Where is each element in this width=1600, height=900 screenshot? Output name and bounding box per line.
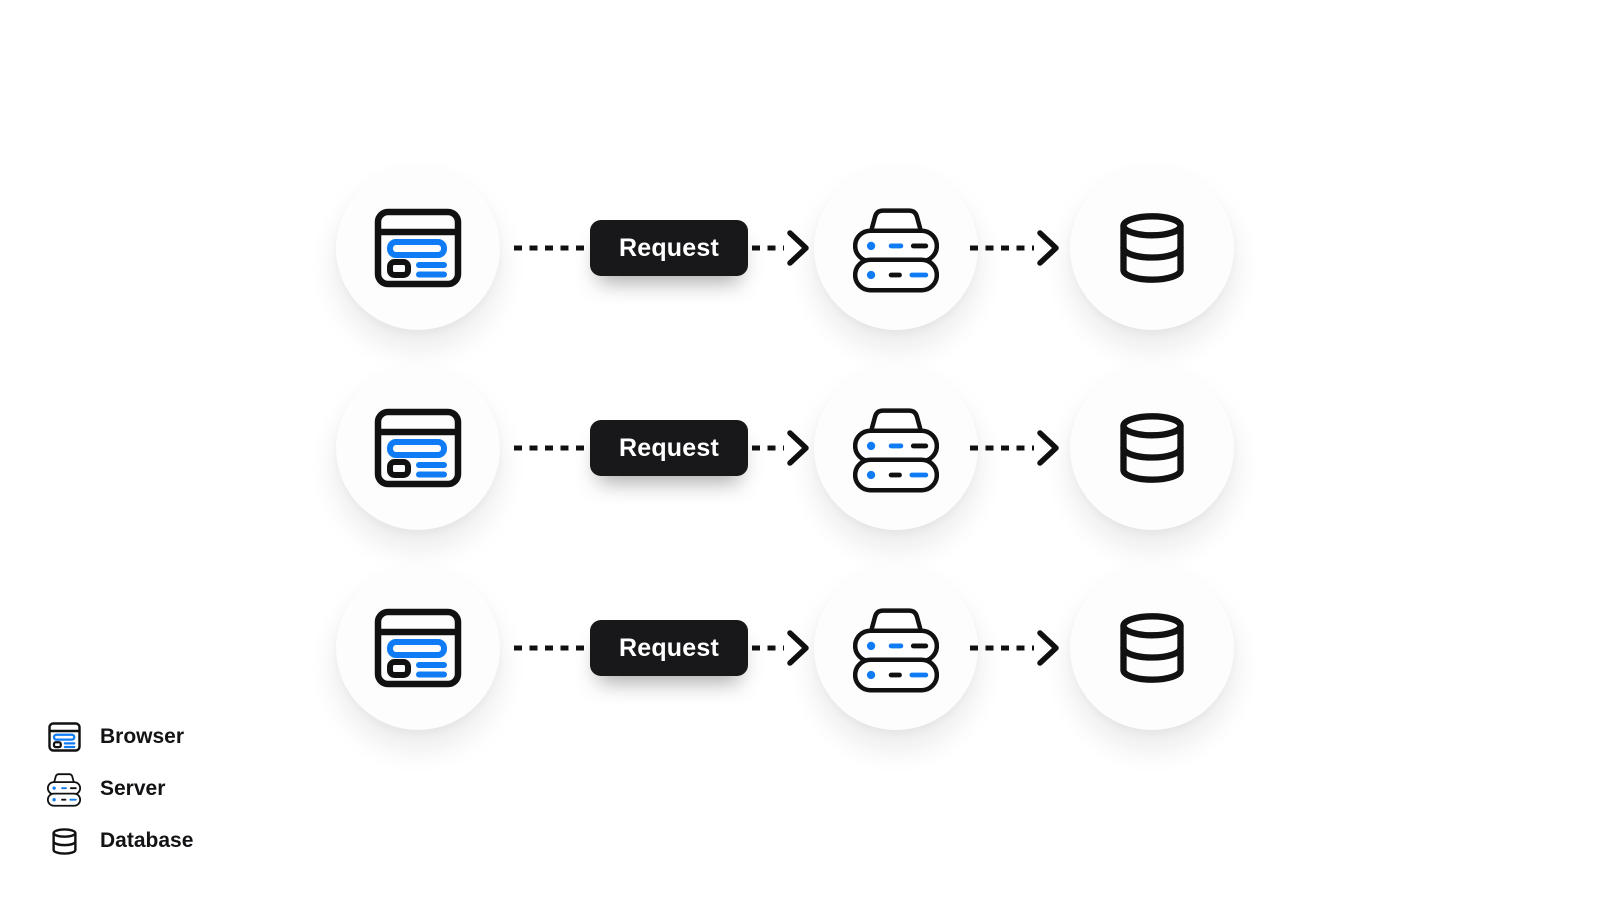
legend-item-database: Database <box>44 823 193 859</box>
dotted-arrow-right-icon <box>752 630 809 666</box>
database-node <box>1070 366 1234 530</box>
dotted-line <box>514 445 586 451</box>
legend-item-browser: Browser <box>44 719 193 755</box>
server-node <box>814 166 978 330</box>
browser-node <box>336 566 500 730</box>
database-icon <box>1114 610 1190 686</box>
flow-row: Request <box>0 166 1600 330</box>
database-node <box>1070 566 1234 730</box>
server-icon <box>853 403 939 493</box>
browser-node <box>336 366 500 530</box>
database-icon <box>1114 410 1190 486</box>
database-icon <box>44 827 84 856</box>
server-node <box>814 366 978 530</box>
flow-row: Request <box>0 366 1600 530</box>
flow-row: Request <box>0 566 1600 730</box>
legend-label: Database <box>100 829 194 852</box>
browser-node <box>336 166 500 330</box>
request-chip: Request <box>590 220 748 276</box>
legend-label: Server <box>100 777 166 800</box>
browser-icon <box>44 722 84 752</box>
legend-item-server: Server <box>44 771 193 807</box>
server-node <box>814 566 978 730</box>
request-chip: Request <box>590 620 748 676</box>
dotted-line <box>514 645 586 651</box>
dotted-arrow-right-icon <box>970 230 1059 266</box>
server-icon <box>853 603 939 693</box>
request-chip: Request <box>590 420 748 476</box>
dotted-arrow-right-icon <box>970 430 1059 466</box>
database-icon <box>1114 210 1190 286</box>
legend: Browser Server Database <box>44 719 193 859</box>
database-node <box>1070 166 1234 330</box>
browser-icon <box>374 608 462 688</box>
browser-icon <box>374 208 462 288</box>
dotted-arrow-right-icon <box>970 630 1059 666</box>
legend-label: Browser <box>100 725 185 748</box>
dotted-line <box>514 245 586 251</box>
browser-icon <box>374 408 462 488</box>
dotted-arrow-right-icon <box>752 430 809 466</box>
server-icon <box>853 203 939 293</box>
dotted-arrow-right-icon <box>752 230 809 266</box>
server-icon <box>44 771 84 807</box>
